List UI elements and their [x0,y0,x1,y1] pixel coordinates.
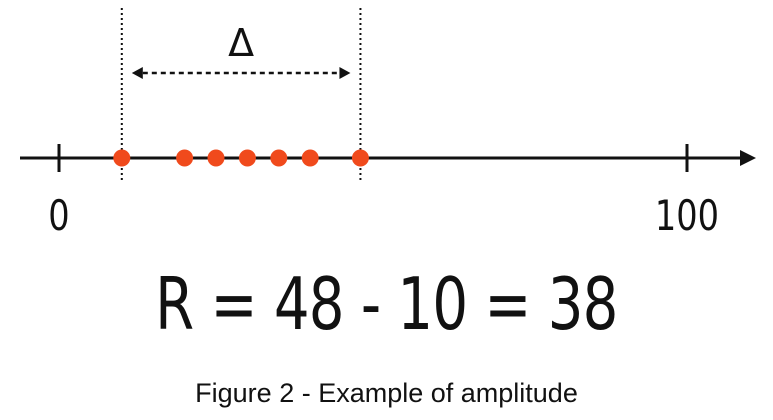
data-point [207,149,225,167]
data-point [176,149,194,167]
range-arrow-left-head [131,67,143,79]
axis-tick-label: 100 [655,191,719,240]
figure-caption: Figure 2 - Example of amplitude [195,378,578,408]
range-formula: R = 48 - 10 = 38 [155,262,618,346]
data-point [238,149,256,167]
range-arrow-right-head [339,67,351,79]
axis-tick-label: 0 [48,191,69,240]
range-delta-label: Δ [228,21,254,65]
axis-arrow-icon [740,150,756,166]
data-point [351,149,369,167]
data-point [113,149,131,167]
data-point [270,149,288,167]
data-point [301,149,319,167]
